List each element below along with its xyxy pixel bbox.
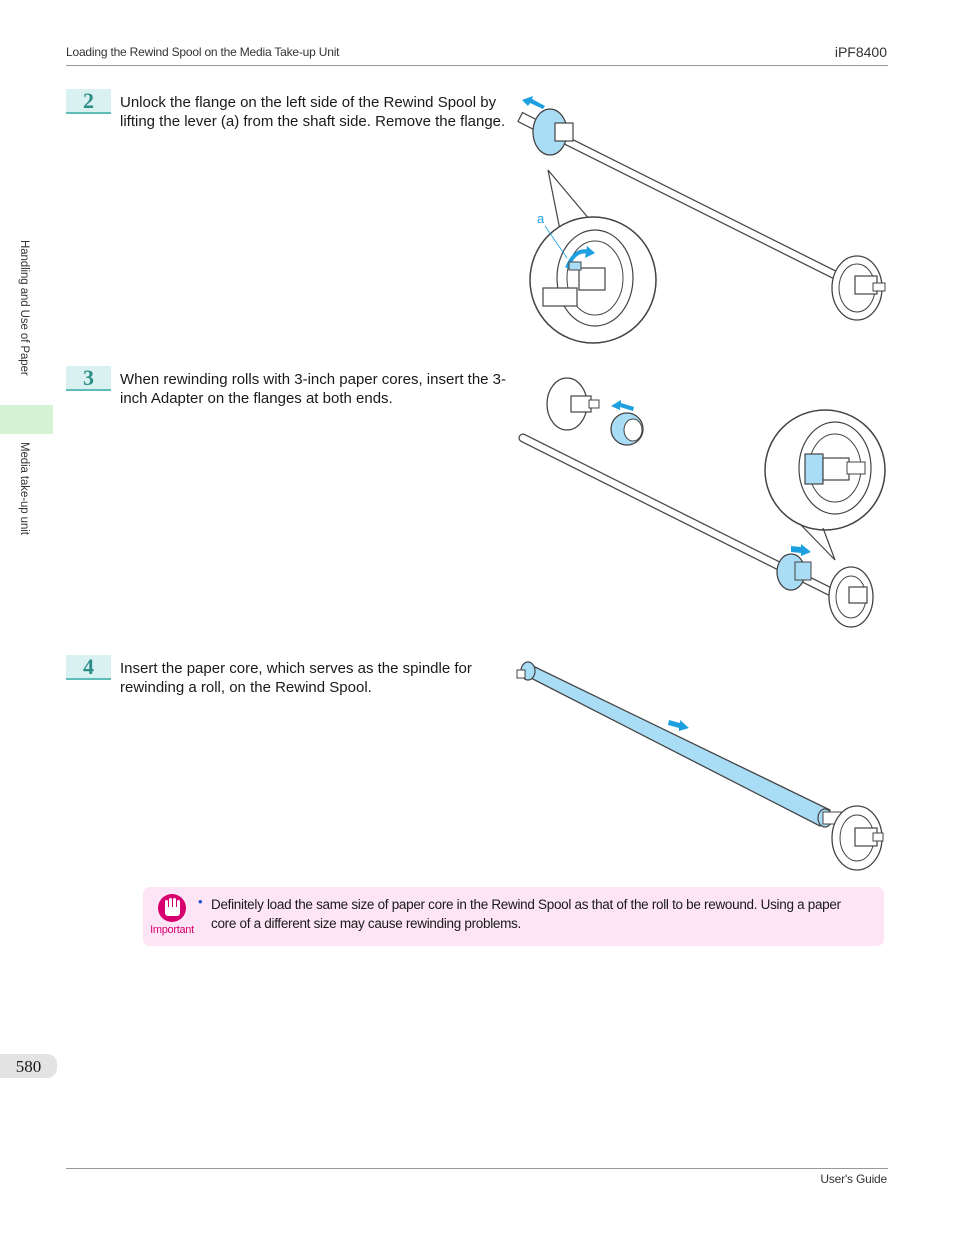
step-2-figure: a [517, 96, 886, 344]
footer-guide-name: User's Guide [820, 1172, 887, 1186]
important-note-box [143, 887, 884, 946]
side-nav-active-tab [0, 405, 53, 434]
step-2-callout-a: a [537, 211, 545, 226]
important-label: Important [150, 924, 194, 936]
note-bullet: • [198, 894, 203, 909]
arrow-icon [522, 96, 545, 109]
important-icon-group: Important [150, 893, 194, 941]
step-4-text: Insert the paper core, which serves as t… [120, 660, 472, 696]
step-3-text: When rewinding rolls with 3-inch paper c… [120, 371, 507, 407]
side-nav-section[interactable]: Handling and Use of Paper [18, 240, 36, 400]
arrow-icon [611, 400, 634, 411]
raised-hand-icon [158, 894, 186, 922]
side-nav-section-label: Handling and Use of Paper [18, 240, 30, 376]
important-note-text: Definitely load the same size of paper c… [211, 897, 841, 931]
arrow-icon [791, 544, 811, 556]
step-2-text: Unlock the flange on the left side of th… [120, 94, 506, 130]
step-4-number: 4 [66, 655, 111, 680]
running-header-title: Loading the Rewind Spool on the Media Ta… [66, 45, 340, 59]
running-header-model: iPF8400 [834, 44, 887, 60]
footer-divider [66, 1168, 888, 1169]
step-4-figure [516, 661, 884, 871]
header-divider [66, 65, 888, 66]
arrow-icon [668, 720, 689, 731]
step-2-number: 2 [66, 89, 111, 114]
step-3-number: 3 [66, 366, 111, 391]
step-3-figure [518, 377, 886, 628]
page-number: 580 [0, 1054, 57, 1078]
side-nav-subsection[interactable]: Media take-up unit [18, 442, 36, 572]
side-nav-subsection-label: Media take-up unit [18, 442, 30, 535]
